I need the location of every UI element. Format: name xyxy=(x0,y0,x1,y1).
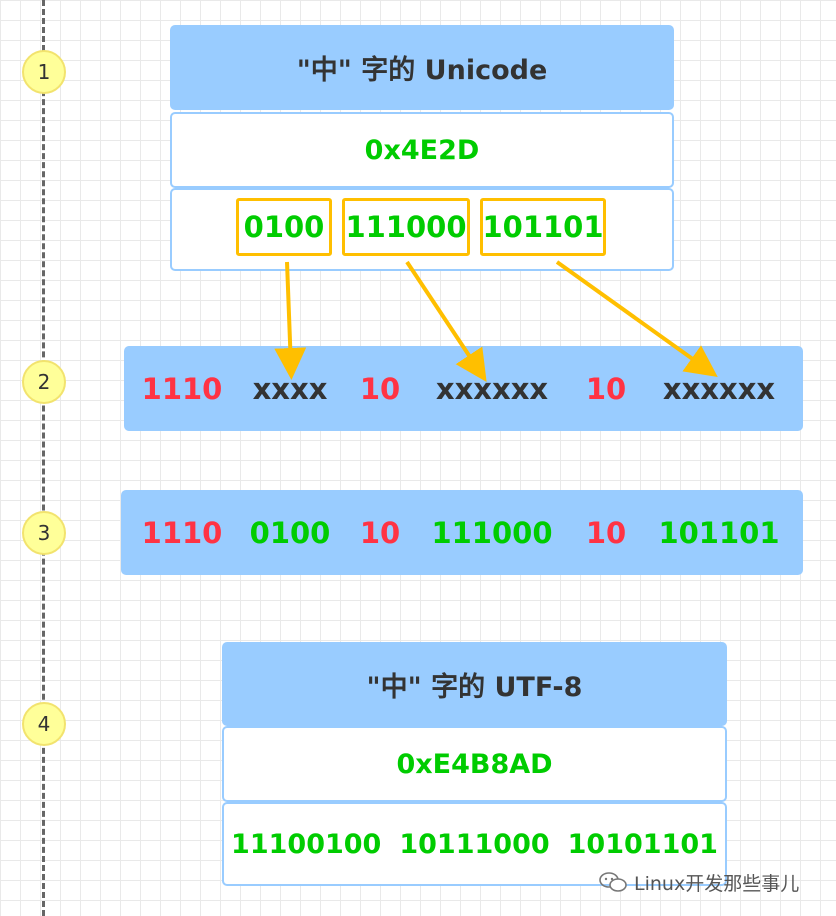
utf8-title: "中" 字的 UTF-8 xyxy=(366,671,583,703)
watermark-text: Linux开发那些事儿 xyxy=(634,872,800,895)
utf8-hex-value: 0xE4B8AD xyxy=(396,748,553,780)
step-marker-3: 3 xyxy=(22,511,66,555)
unicode-hex-box: 0x4E2D xyxy=(170,112,674,188)
template-prefix-1110: 1110 xyxy=(141,372,223,406)
utf8-byte-2: 10111000 xyxy=(399,828,550,860)
step-marker-2: 2 xyxy=(22,360,66,404)
wechat-icon xyxy=(599,872,627,892)
unicode-title: "中" 字的 Unicode xyxy=(296,55,548,86)
filled-bits-1: 0100 xyxy=(249,516,331,550)
template-prefix-10-b: 10 xyxy=(585,372,627,406)
filled-prefix-1110: 1110 xyxy=(141,516,223,550)
template-slot-3: xxxxxx xyxy=(662,372,776,406)
utf8-byte-1: 11100100 xyxy=(231,828,382,860)
filled-prefix-10-b: 10 xyxy=(585,516,627,550)
timeline-dashed-line xyxy=(42,0,45,916)
filled-bits-3: 101101 xyxy=(658,516,780,550)
unicode-group-2: 111000 xyxy=(342,198,470,256)
utf8-title-box: "中" 字的 UTF-8 xyxy=(222,642,727,726)
filled-prefix-10-a: 10 xyxy=(359,516,401,550)
unicode-group-1: 0100 xyxy=(236,198,332,256)
step-marker-4: 4 xyxy=(22,702,66,746)
unicode-group-3: 101101 xyxy=(480,198,606,256)
filled-bits-2: 111000 xyxy=(431,516,553,550)
unicode-title-box: "中" 字的 Unicode xyxy=(170,25,674,110)
unicode-hex-value: 0x4E2D xyxy=(364,134,480,166)
utf8-hex-box: 0xE4B8AD xyxy=(222,726,727,802)
utf8-filled-row xyxy=(121,490,803,575)
utf8-binary-box: 11100100 10111000 10101101 xyxy=(222,802,727,886)
watermark: Linux开发那些事儿 xyxy=(598,868,828,896)
template-slot-2: xxxxxx xyxy=(435,372,549,406)
template-prefix-10-a: 10 xyxy=(359,372,401,406)
step-marker-1: 1 xyxy=(22,50,66,94)
utf8-byte-3: 10101101 xyxy=(567,828,718,860)
